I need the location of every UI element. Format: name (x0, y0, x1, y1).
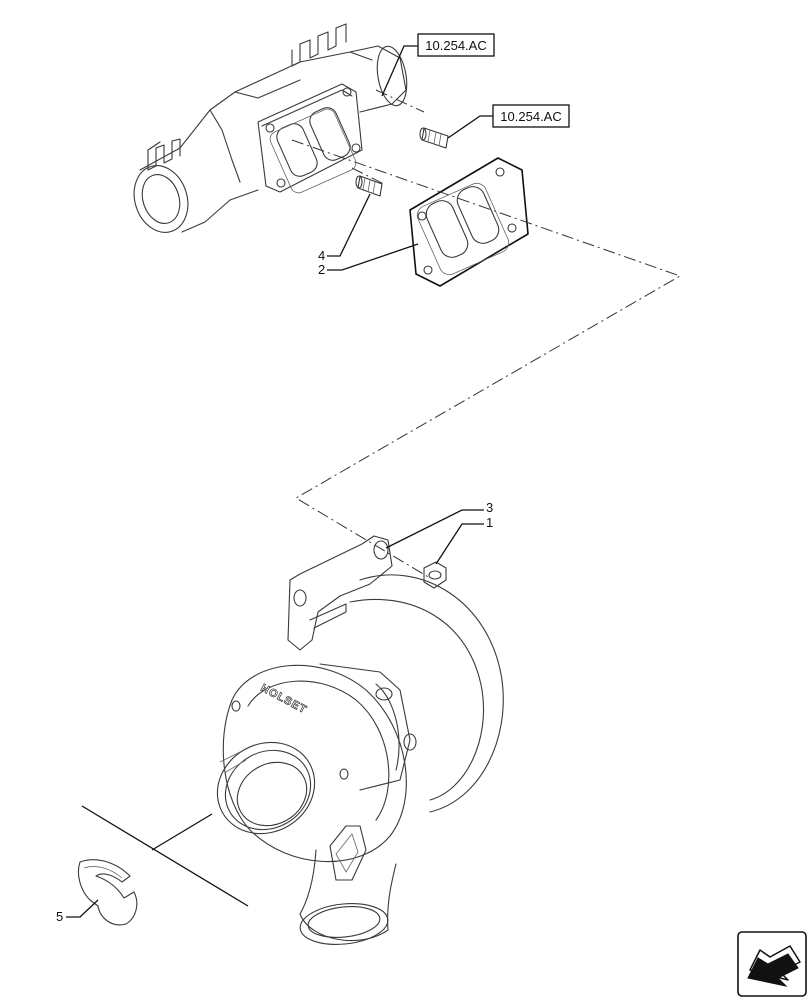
reference-box-middle[interactable]: 10.254.AC (492, 104, 570, 128)
stud-upper (419, 127, 449, 149)
turbo-brand-text: HOLSET (259, 682, 309, 716)
exhaust-manifold (133, 23, 408, 233)
callout-1: 1 (486, 515, 493, 530)
nut-part-1 (423, 561, 447, 589)
reference-label-top: 10.254.AC (425, 38, 486, 53)
callout-5: 5 (56, 909, 63, 924)
clip-part-5 (77, 859, 138, 926)
turbocharger: HOLSET (216, 535, 504, 945)
callout-2: 2 (318, 262, 325, 277)
assembly-lines (291, 89, 682, 579)
reference-box-top[interactable]: 10.254.AC (417, 33, 495, 57)
gasket-part-2 (409, 157, 529, 287)
reference-label-middle: 10.254.AC (500, 109, 561, 124)
callout-4: 4 (318, 248, 325, 263)
leader-lines (66, 45, 493, 918)
callout-3: 3 (486, 500, 493, 515)
next-page-arrow-icon[interactable] (737, 931, 807, 997)
stud-part-4 (355, 175, 383, 197)
